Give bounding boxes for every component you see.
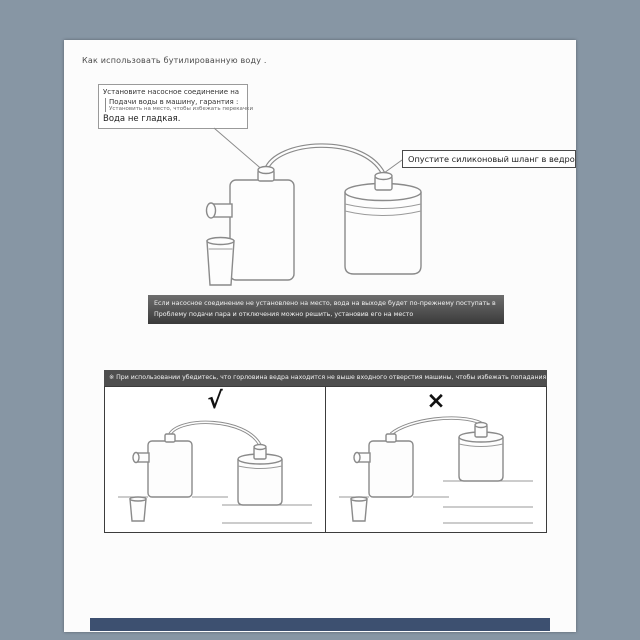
leader-line-pump [213,127,266,173]
cross-icon: × [426,388,446,414]
cup-illustration [206,236,235,286]
bucket-small [237,443,283,506]
leader-line-hose [383,159,403,174]
callout-pump-line1: Установите насосное соединение на [103,88,240,96]
checkmark-icon: √ [207,388,223,414]
hose-small [168,420,262,446]
comparison-panel: √ [104,386,547,533]
machine-illustration [205,165,295,281]
silicone-hose [263,143,385,175]
wrong-setup-illustration [339,416,533,524]
page-bottom-edge [90,618,550,631]
wrong-panel: × [325,387,546,532]
callout-pump-line3: Установить на место, чтобы избежать пере… [109,106,254,112]
manual-page: Как использовать бутилированную воду . У… [64,40,576,632]
callout-pump-line4: Вода не гладкая. [103,114,181,124]
callout-hose-label: Опустите силиконовый шланг в ведро [408,154,575,164]
machine-small [132,433,193,498]
cup-small [350,496,368,522]
callout-hose: Опустите силиконовый шланг в ведро [402,150,576,168]
usage-note-band: ※ При использовании убедитесь, что горло… [104,370,547,386]
warning-line1: Если насосное соединение не установлено … [154,300,498,307]
callout-pump-connection: Установите насосное соединение на Подачи… [98,84,254,129]
machine-small [353,433,414,498]
correct-panel: √ [105,387,325,532]
warning-band: Если насосное соединение не установлено … [148,295,504,324]
callout-pump-subgroup: Подачи воды в машину, гарантия : Установ… [105,98,254,112]
hose-small [389,416,482,436]
bucket-illustration [344,171,422,275]
correct-setup-illustration [118,420,312,524]
cup-small [129,496,147,522]
callout-pump-line2: Подачи воды в машину, гарантия : [109,98,239,106]
bucket-small [458,421,504,482]
warning-line2: Проблему подачи пара и отключения можно … [154,311,414,319]
page-title: Как использовать бутилированную воду . [82,56,267,65]
usage-note-text: ※ При использовании убедитесь, что горло… [109,374,547,381]
